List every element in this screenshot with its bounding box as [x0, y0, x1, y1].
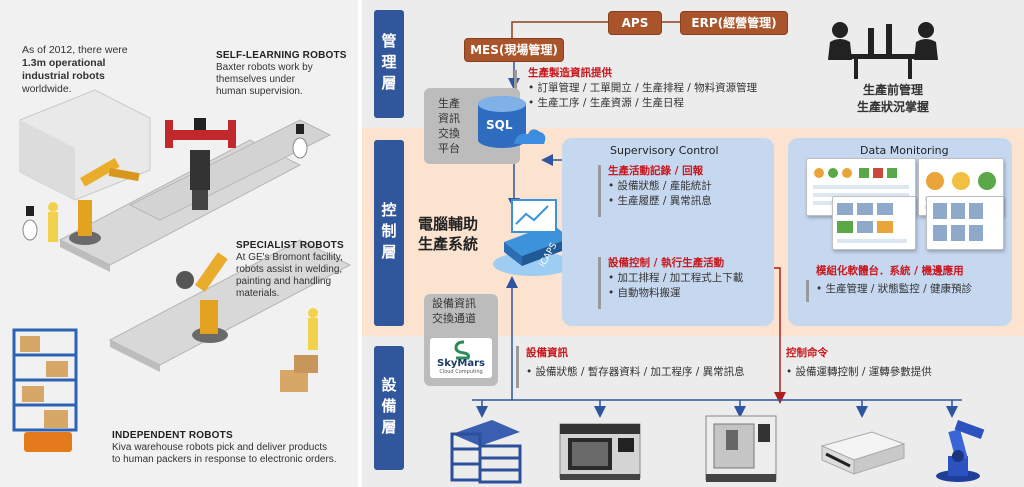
record-block: 生產活動記錄 / 回報 • 設備狀態 / 產能統計 • 生產履歷 / 異常訊息	[608, 164, 712, 209]
machining-center-icon	[705, 415, 777, 482]
tier-label-management: 管理層	[374, 10, 404, 118]
mgmt-info-block: 生產製造資訊提供 • 訂單管理 / 工單開立 / 生產排程 / 物料資源管理 •…	[528, 66, 757, 111]
label-line: 設備資訊	[432, 297, 476, 310]
divider-line	[516, 346, 519, 388]
record-title: 生產活動記錄 / 回報	[608, 165, 704, 177]
label-line: 生產	[438, 97, 460, 110]
section-body-line: At GE's Bromont facility,	[236, 252, 343, 263]
divider-line	[806, 280, 809, 302]
warehouse-shelf-icon	[12, 328, 78, 452]
label-line: 資訊	[438, 112, 460, 125]
section-heading: SELF-LEARNING ROBOTS	[216, 50, 347, 61]
supervisory-title: Supervisory Control	[610, 144, 719, 157]
module-title: 模組化軟體台．系統 / 機邊應用	[816, 265, 964, 277]
intro-part1: As of 2012, there were	[22, 44, 128, 56]
section-body-line: materials.	[236, 288, 280, 299]
mgmt-info-item: • 訂單管理 / 工單開立 / 生產排程 / 物料資源管理	[528, 82, 758, 94]
skymars-s-icon	[454, 340, 470, 360]
device-info-item: • 設備狀態 / 暫存器資料 / 加工程序 / 異常訊息	[526, 366, 745, 378]
caption-line: 生產前管理	[863, 83, 924, 97]
sql-label: SQL	[486, 118, 513, 132]
section-body-line: Baxter robots work by	[216, 62, 313, 73]
cardboard-boxes-icon	[280, 355, 318, 392]
device-info-block: 設備資訊 • 設備狀態 / 暫存器資料 / 加工程序 / 異常訊息	[526, 346, 745, 380]
record-item: • 生產履歷 / 異常訊息	[608, 195, 712, 207]
module-block: 模組化軟體台．系統 / 機邊應用	[816, 264, 964, 279]
skymars-sub: Cloud Computing	[439, 369, 483, 375]
intro-text: As of 2012, there were 1.3m operational …	[22, 44, 134, 96]
control-cmd-block: 控制命令 • 設備運轉控制 / 運轉參數提供	[786, 346, 932, 380]
skymars-logo: SkyMars Cloud Computing	[430, 338, 492, 378]
mgmt-info-item: • 生產工序 / 生產資源 / 生產日程	[528, 97, 684, 109]
meeting-caption: 生產前管理 生產狀況掌握	[857, 82, 929, 116]
section-heading: INDEPENDENT ROBOTS	[112, 430, 233, 441]
tier-label-control: 控制層	[374, 140, 404, 326]
exchange-platform-label: 生產 資訊 交換 平台	[438, 96, 460, 156]
independent-section: INDEPENDENT ROBOTS Kiva warehouse robots…	[112, 430, 358, 466]
control-item: • 加工排程 / 加工程式上下載	[608, 272, 744, 284]
control-cmd-item: • 設備運轉控制 / 運轉參數提供	[786, 366, 932, 378]
erp-button[interactable]: ERP(經營管理)	[680, 11, 788, 35]
industrial-robot-arm-icon	[936, 420, 985, 482]
label-line: 交換通道	[432, 312, 476, 325]
conveyor-belts	[58, 119, 352, 372]
intro-part2: operational industrial robots	[22, 57, 106, 82]
sql-database-icon	[478, 96, 546, 148]
control-title: 設備控制 / 執行生產活動	[608, 257, 725, 269]
mgmt-info-title: 生產製造資訊提供	[528, 67, 612, 79]
yellow-robot-arm-upper-icon	[69, 158, 140, 245]
divider-line	[598, 257, 601, 309]
dashboard-thumbnail	[926, 196, 1004, 250]
robots-infographic: As of 2012, there were 1.3m operational …	[0, 0, 358, 487]
intro-part3: worldwide.	[22, 83, 72, 95]
section-body-line: Kiva warehouse robots pick and deliver p…	[112, 442, 328, 453]
dashboard-thumbnail	[832, 196, 916, 250]
rack-storage-icon	[450, 420, 522, 484]
section-body-line: painting and handling	[236, 276, 332, 287]
cap-system-label: 電腦輔助 生產系統	[418, 214, 478, 254]
monitoring-title: Data Monitoring	[860, 144, 949, 157]
tier-label-device: 設備層	[374, 346, 404, 470]
aps-button[interactable]: APS	[608, 11, 662, 35]
control-item: • 自動物料搬運	[608, 287, 681, 299]
baxter-robot-icon	[165, 118, 236, 210]
section-body-line: to human packers in response to electron…	[112, 454, 337, 465]
service-robot-icon	[22, 124, 308, 241]
icaps-server-icon	[493, 199, 573, 276]
mes-button[interactable]: MES(現場管理)	[464, 38, 564, 62]
meeting-people-icon	[828, 22, 938, 79]
supervisory-control-panel	[562, 138, 774, 326]
label-line: 電腦輔助	[418, 215, 479, 233]
label-line: 平台	[438, 142, 460, 155]
cnc-machine-icon	[559, 423, 641, 480]
yellow-robot-arm-middle-icon	[176, 252, 228, 343]
device-channel-label: 設備資訊 交換通道	[432, 296, 476, 326]
self-learning-section: SELF-LEARNING ROBOTS Baxter robots work …	[216, 50, 356, 98]
divider-line	[598, 165, 601, 217]
section-heading: SPECIALIST ROBOTS	[236, 240, 344, 251]
control-block: 設備控制 / 執行生產活動 • 加工排程 / 加工程式上下載 • 自動物料搬運	[608, 256, 743, 301]
section-body-line: human supervision.	[216, 86, 303, 97]
caption-line: 生產狀況掌握	[857, 100, 930, 114]
device-info-title: 設備資訊	[526, 347, 568, 359]
skymars-name: SkyMars	[437, 358, 485, 369]
factory-illustration	[12, 89, 352, 452]
module-item: • 生產管理 / 狀態監控 / 健康預診	[816, 283, 972, 295]
label-line: 生產系統	[418, 235, 479, 253]
label-line: 交換	[438, 127, 460, 140]
worker-figures-icon	[48, 202, 318, 350]
section-body-line: themselves under	[216, 74, 295, 85]
intro-highlight: 1.3m	[22, 57, 46, 69]
control-cmd-title: 控制命令	[786, 347, 828, 359]
record-item: • 設備狀態 / 產能統計	[608, 180, 712, 192]
agv-vehicle-icon	[820, 431, 906, 475]
icaps-architecture-diagram: 管理層 控制層 設備層 AP	[362, 0, 1024, 487]
section-body-line: robots assist in welding,	[236, 264, 343, 275]
specialist-section: SPECIALIST ROBOTS At GE's Bromont facili…	[236, 240, 356, 300]
